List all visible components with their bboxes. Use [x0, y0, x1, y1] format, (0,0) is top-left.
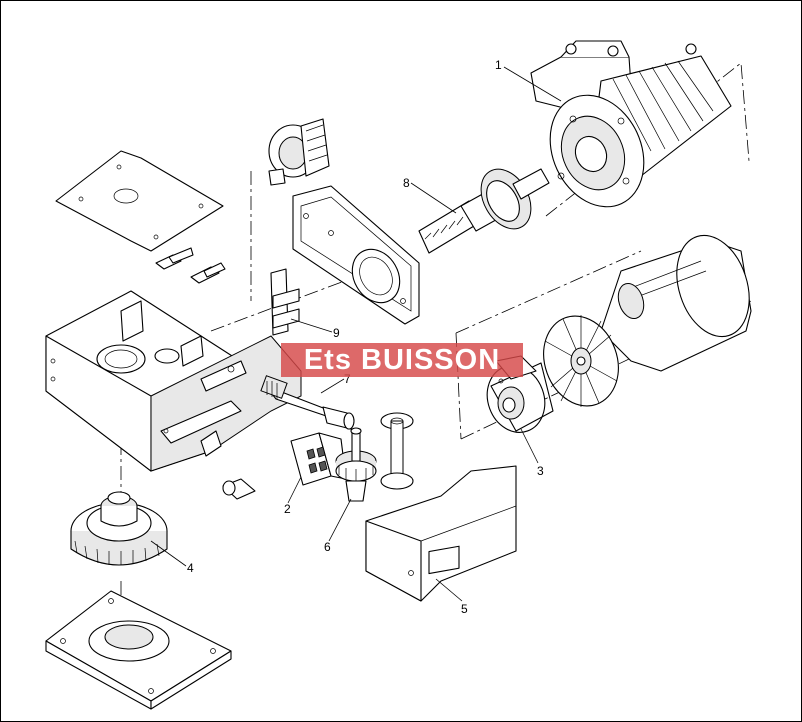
watermark-banner: Ets BUISSON [281, 343, 523, 377]
cooling-fan [543, 315, 619, 407]
callout-3: 3 [537, 464, 544, 478]
base-plate [45, 590, 232, 710]
crown-gear-part-4 [70, 491, 168, 566]
limit-switch-unit [268, 118, 330, 186]
callout-7: 7 [344, 372, 351, 386]
bracket-part-9 [270, 268, 300, 336]
fan-cover [600, 234, 752, 372]
worm-screw-part-8 [418, 168, 550, 254]
callout-1: 1 [495, 58, 502, 72]
callout-6: 6 [324, 540, 331, 554]
cover-part-5 [365, 465, 517, 602]
bolt [222, 478, 256, 500]
brake-part-3 [486, 355, 554, 433]
callout-4: 4 [187, 561, 194, 575]
callout-leaders [150, 66, 562, 602]
pinion-shaft-part-7 [260, 375, 355, 430]
gasket-plate [55, 150, 224, 252]
spool [380, 412, 414, 490]
callout-numbers: 1 2 3 4 5 6 7 8 9 [187, 58, 544, 616]
gearbox-housing [45, 290, 302, 472]
flange-plate [292, 185, 420, 325]
callout-5: 5 [461, 602, 468, 616]
gear-part-6 [335, 427, 377, 502]
callout-8: 8 [403, 176, 410, 190]
callout-2: 2 [284, 502, 291, 516]
electric-motor-part-1 [530, 40, 732, 208]
callout-9: 9 [333, 326, 340, 340]
clip-parts [155, 247, 226, 284]
